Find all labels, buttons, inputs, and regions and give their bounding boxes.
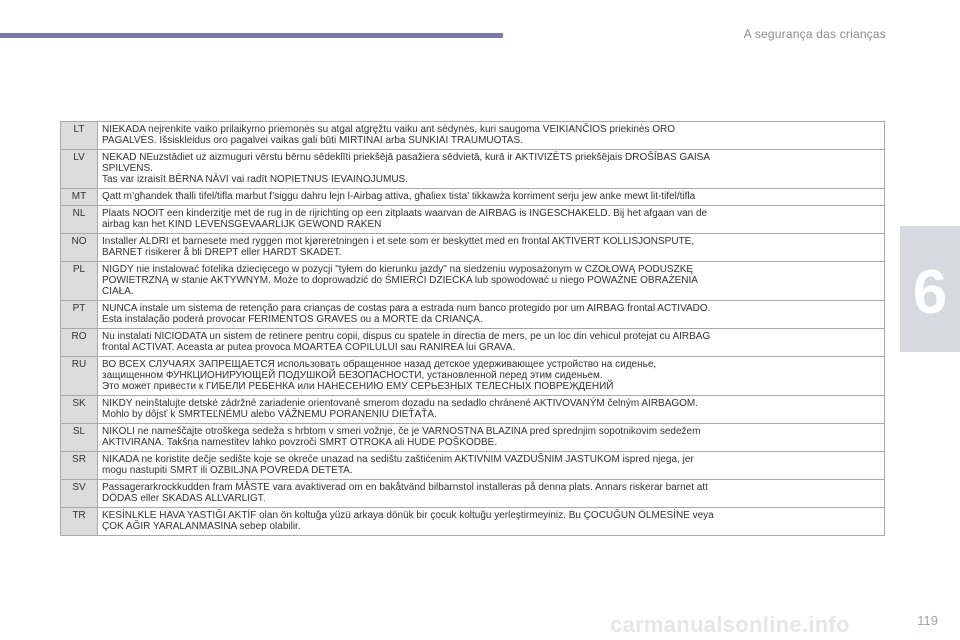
language-code: TR	[60, 507, 98, 536]
warning-line: mogu nastupiti SMRT ili OZBILJNA POVREDA…	[102, 465, 353, 476]
language-code: SK	[60, 395, 98, 424]
warning-line: Это может привести к ГИБЕЛИ РЕБЕНКА или …	[102, 381, 614, 392]
warning-line: NIEKADA neįrenkite vaiko prilaikymo prie…	[102, 124, 676, 135]
language-code: NO	[60, 233, 98, 262]
warning-line: NUNCA instale um sistema de retenção par…	[102, 303, 711, 314]
warning-text: NIKOLI ne nameščajte otroškega sedeža s …	[97, 423, 885, 452]
airbag-warning-table: LT NIEKADA neįrenkite vaiko prilaikymo pr…	[60, 121, 885, 536]
warning-row-ro: RO Nu instalati NICIODATA un sistem de re…	[60, 328, 885, 357]
warning-row-lt: LT NIEKADA neįrenkite vaiko prilaikymo pr…	[60, 121, 885, 150]
warning-text: Qatt m’għandek tħalli tifel/tifla marbut…	[97, 188, 885, 206]
language-code: RU	[60, 356, 98, 396]
warning-line: Installer ALDRI et barnesete med ryggen …	[102, 236, 695, 247]
warning-row-sk: SK NIKDY neinštalujte detské zádržné zari…	[60, 395, 885, 424]
warning-text: Plaats NOOIT een kinderzitje met de rug …	[97, 205, 885, 234]
warning-row-ru: RU ВО ВСЕХ СЛУЧАЯХ ЗАПРЕЩАЕТСЯ использова…	[60, 356, 885, 396]
warning-line: NEKAD NEuzstādiet uz aizmuguri vērstu bē…	[102, 152, 711, 163]
warning-line: PAGALVĖS. Išsiskleidus oro pagalvei vaik…	[102, 135, 523, 146]
warning-line: BARNET risikerer å bli DREPT eller HARDT…	[102, 247, 342, 258]
warning-line: DÖDAS eller SKADAS ALLVARLIGT.	[102, 493, 266, 504]
warning-line: CIAŁA.	[102, 286, 134, 297]
warning-line: NIKADA ne koristite dečje sedište koje s…	[102, 454, 694, 465]
watermark: carmanualsonline.info	[610, 612, 850, 637]
warning-text: Installer ALDRI et barnesete med ryggen …	[97, 233, 885, 262]
language-code: LV	[60, 149, 98, 189]
warning-line: Esta instalação poderá provocar FERIMENT…	[102, 314, 483, 325]
warning-text: NEKAD NEuzstādiet uz aizmuguri vērstu bē…	[97, 149, 885, 189]
warning-text: NIEKADA neįrenkite vaiko prilaikymo prie…	[97, 121, 885, 150]
warning-line: SPILVENS.	[102, 163, 153, 174]
warning-row-sr: SR NIKADA ne koristite dečje sedište koje…	[60, 451, 885, 480]
warning-line: защищенном ФУНКЦИОНИРУЮЩЕЙ ПОДУШКОЙ БЕЗО…	[102, 370, 603, 381]
page-number: 119	[917, 613, 938, 628]
warning-text: NIGDY nie instalować fotelika dziecięceg…	[97, 261, 885, 301]
warning-row-pt: PT NUNCA instale um sistema de retenção p…	[60, 300, 885, 329]
warning-row-pl: PL NIGDY nie instalować fotelika dziecięc…	[60, 261, 885, 301]
section-title: A segurança das crianças	[743, 27, 886, 41]
warning-line: KESİNLKLE HAVA YASTIĞI AKTİF olan ön kol…	[102, 510, 714, 521]
language-code: SR	[60, 451, 98, 480]
warning-row-no: NO Installer ALDRI et barnesete med rygge…	[60, 233, 885, 262]
language-code: LT	[60, 121, 98, 150]
warning-line: ВО ВСЕХ СЛУЧАЯХ ЗАПРЕЩАЕТСЯ использовать…	[102, 359, 657, 370]
warning-line: NIKDY neinštalujte detské zádržné zariad…	[102, 398, 699, 409]
chapter-tab	[900, 226, 960, 352]
warning-line: airbag kan het KIND LEVENSGEVAARLIJK GEW…	[102, 219, 382, 230]
warning-row-lv: LV NEKAD NEuzstādiet uz aizmuguri vērstu …	[60, 149, 885, 189]
warning-line: Plaats NOOIT een kinderzitje met de rug …	[102, 208, 708, 219]
warning-text: NUNCA instale um sistema de retenção par…	[97, 300, 885, 329]
warning-row-tr: TR KESİNLKLE HAVA YASTIĞI AKTİF olan ön k…	[60, 507, 885, 536]
warning-line: POWIETRZNĄ w stanie AKTYWNYM. Może to do…	[102, 275, 698, 286]
warning-line: frontal ACTIVAT. Aceasta ar putea provoc…	[102, 342, 516, 353]
warning-line: AKTIVIRANA. Takšna namestitev lahko povz…	[102, 437, 498, 448]
warning-line: NIKOLI ne nameščajte otroškega sedeža s …	[102, 426, 701, 437]
header-rule	[0, 33, 503, 38]
warning-line: Tas var izraisīt BĒRNA NĀVI vai radīt NO…	[102, 174, 408, 185]
warning-line: Passagerarkrockkudden fram MÅSTE vara av…	[102, 482, 708, 493]
warning-line: Nu instalati NICIODATA un sistem de reti…	[102, 331, 711, 342]
warning-text: NIKDY neinštalujte detské zádržné zariad…	[97, 395, 885, 424]
warning-text: ВО ВСЕХ СЛУЧАЯХ ЗАПРЕЩАЕТСЯ использовать…	[97, 356, 885, 396]
language-code: PT	[60, 300, 98, 329]
warning-row-sv: SV Passagerarkrockkudden fram MÅSTE vara …	[60, 479, 885, 508]
warning-row-mt: MT Qatt m’għandek tħalli tifel/tifla marb…	[60, 188, 885, 206]
chapter-number: 6	[912, 258, 948, 327]
warning-row-sl: SL NIKOLI ne nameščajte otroškega sedeža …	[60, 423, 885, 452]
warning-line: NIGDY nie instalować fotelika dziecięceg…	[102, 264, 694, 275]
warning-line: ÇOK AĞIR YARALANMASINA sebep olabilir.	[102, 521, 301, 532]
warning-line: Qatt m’għandek tħalli tifel/tifla marbut…	[102, 191, 696, 202]
warning-text: NIKADA ne koristite dečje sedište koje s…	[97, 451, 885, 480]
warning-text: KESİNLKLE HAVA YASTIĞI AKTİF olan ön kol…	[97, 507, 885, 536]
language-code: SV	[60, 479, 98, 508]
language-code: PL	[60, 261, 98, 301]
warning-line: Mohlo by dôjsť k SMRTEĽNÉMU alebo VÁŽNEM…	[102, 409, 437, 420]
warning-text: Nu instalati NICIODATA un sistem de reti…	[97, 328, 885, 357]
language-code: RO	[60, 328, 98, 357]
warning-text: Passagerarkrockkudden fram MÅSTE vara av…	[97, 479, 885, 508]
language-code: NL	[60, 205, 98, 234]
language-code: SL	[60, 423, 98, 452]
language-code: MT	[60, 188, 98, 206]
warning-row-nl: NL Plaats NOOIT een kinderzitje met de ru…	[60, 205, 885, 234]
